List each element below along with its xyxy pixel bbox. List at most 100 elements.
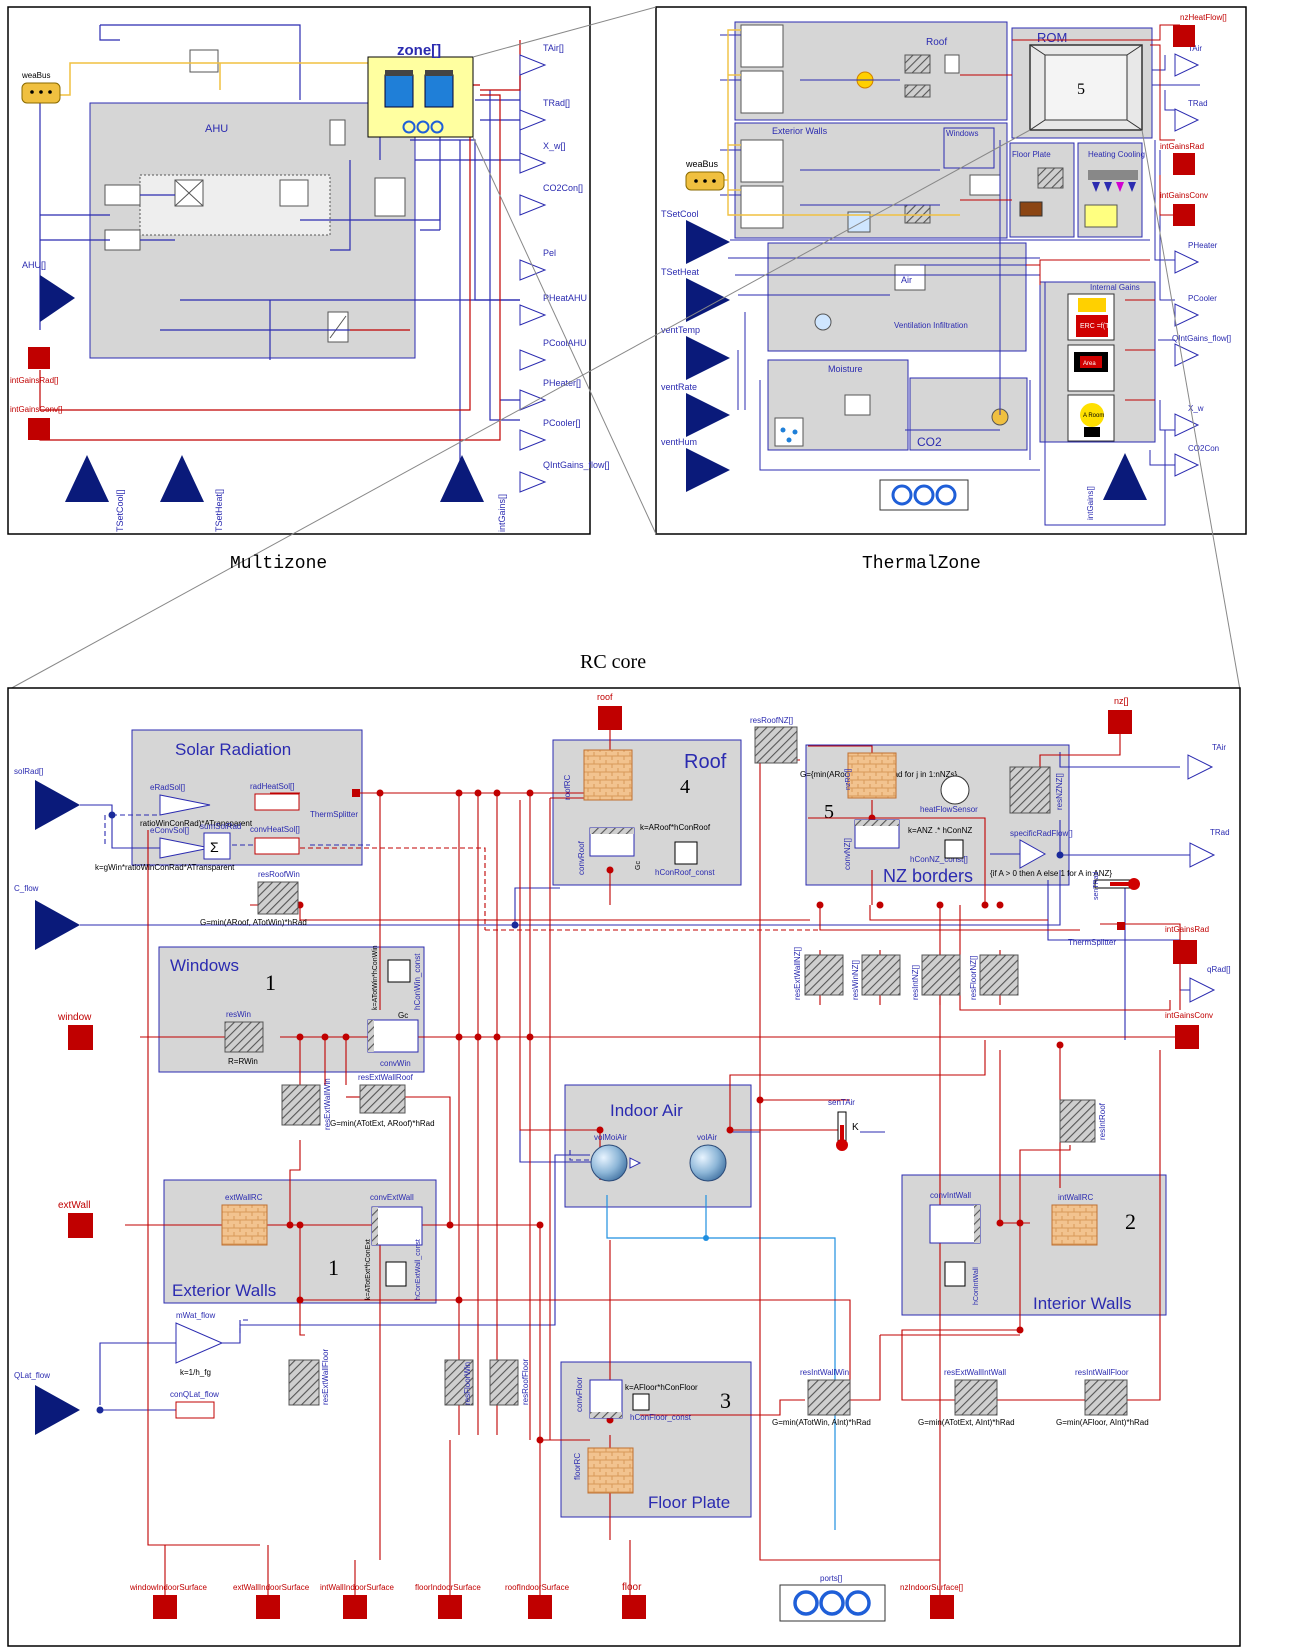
tz-input-4[interactable] <box>686 448 730 492</box>
rc-nzindoor-port[interactable] <box>930 1595 954 1619</box>
rc-tair-output[interactable] <box>1187 754 1214 780</box>
rc-windows-number: 1 <box>265 970 276 995</box>
tz-input-3[interactable] <box>686 393 730 437</box>
rc-qlat-input[interactable] <box>35 1385 80 1435</box>
tz-input-0[interactable] <box>686 220 730 264</box>
ahu-input[interactable] <box>40 275 75 322</box>
rc-bottom-port-0[interactable] <box>153 1595 177 1619</box>
tz-input-1[interactable] <box>686 278 730 322</box>
rc-cflow-input[interactable] <box>35 900 80 950</box>
mz-output-2[interactable] <box>519 152 547 174</box>
rc-resextwallwin-label: resExtWallWin <box>323 1078 332 1130</box>
tsetcool-input[interactable] <box>65 455 109 502</box>
tz-ventilation-block[interactable] <box>767 242 1027 352</box>
rc-bottom-port-3[interactable] <box>438 1595 462 1619</box>
rc-window-port[interactable] <box>68 1025 93 1050</box>
rc-resfloorwin-label: resFloorWin <box>463 1362 472 1405</box>
mz-output-3[interactable] <box>519 194 547 216</box>
rc-solrad-input[interactable] <box>35 780 80 830</box>
rc-resintnz-label: resIntNZ[] <box>911 965 920 1000</box>
tz-output-2[interactable] <box>1174 250 1200 274</box>
mz-output-label-5: PHeatAHU <box>543 293 587 303</box>
tz-roof-label: Roof <box>926 37 947 48</box>
rc-floorrc-label: floorRC <box>573 1453 582 1480</box>
tz-output-3[interactable] <box>1174 303 1200 327</box>
tz-floorplate-block[interactable] <box>1009 142 1075 238</box>
rc-roof-label: Roof <box>684 751 727 773</box>
mz-output-5[interactable] <box>519 304 547 326</box>
mz-output-label-3: CO2Con[] <box>543 183 583 193</box>
rc-convintwall-label: convIntWall <box>930 1191 971 1200</box>
tz-output-1[interactable] <box>1174 108 1200 132</box>
rc-floor-port[interactable] <box>622 1595 646 1619</box>
mz-output-9[interactable] <box>519 471 547 493</box>
tz-intgainsrad-port[interactable] <box>1173 153 1195 175</box>
mz-output-8[interactable] <box>519 429 547 451</box>
mz-output-7[interactable] <box>519 389 547 411</box>
rc-intgainsrad-port[interactable] <box>1173 940 1197 964</box>
rc-mwat-label: mWat_flow <box>176 1311 215 1320</box>
rc-indoorair-block[interactable] <box>564 1084 752 1208</box>
rc-resextwallintwall-g: G=min(ATotExt, AInt)*hRad <box>918 1418 1015 1427</box>
rc-solar-label: Solar Radiation <box>175 740 291 759</box>
tz-input-label-1: TSetHeat <box>661 267 700 277</box>
tz-intgainsconv-port[interactable] <box>1173 204 1195 226</box>
tz-windows-block[interactable] <box>943 127 995 169</box>
rc-roof-port[interactable] <box>598 706 622 730</box>
rc-resfloornz-label: resFloorNZ[] <box>969 956 978 1000</box>
caption-multizone: Multizone <box>230 554 327 574</box>
tseheat-input[interactable] <box>160 455 204 502</box>
rc-convnz-k: k=ANZ .* hConNZ <box>908 826 972 835</box>
mz-output-1[interactable] <box>519 109 547 131</box>
tz-output-0[interactable] <box>1174 53 1200 77</box>
rc-intgainsconv-port[interactable] <box>1175 1025 1199 1049</box>
rc-bottom-port-4[interactable] <box>528 1595 552 1619</box>
rc-volair-sphere[interactable] <box>689 1144 727 1182</box>
rc-hconwin-label: hConWin_const <box>413 953 422 1010</box>
tz-nzheatflow-label: nzHeatFlow[] <box>1180 13 1227 22</box>
rc-convfloor-label: convFloor <box>575 1377 584 1412</box>
rc-intwalls-label: Interior Walls <box>1033 1294 1132 1313</box>
rc-convroof-label: convRoof <box>577 840 586 875</box>
rc-gc-win: Gc <box>398 1011 408 1020</box>
rc-trad-output[interactable] <box>1189 842 1216 868</box>
rc-thermsplitter-right-label: ThermSplitter <box>1068 938 1116 947</box>
tz-intgainsrad-label: intGainsRad <box>1160 142 1204 151</box>
intgains-input[interactable] <box>440 455 484 502</box>
intgains-label: intGains[] <box>497 494 507 532</box>
rc-bottom-port-1[interactable] <box>256 1595 280 1619</box>
rc-bottom-port-2[interactable] <box>343 1595 367 1619</box>
rc-eradsol-label: eRadSol[] <box>150 783 185 792</box>
rc-qrad-output[interactable] <box>1189 977 1216 1003</box>
tz-output-5[interactable] <box>1174 413 1200 437</box>
tz-output-6[interactable] <box>1174 453 1200 477</box>
tz-nzheatflow-port[interactable] <box>1173 25 1195 47</box>
tz-intgains-input[interactable] <box>1103 453 1147 500</box>
rc-resroofwin-g: G=min(ARoof, ATotWin)*hRad <box>200 918 307 927</box>
rc-hconintwall-label: hConIntWall <box>973 1267 980 1305</box>
rc-nzindoor-label: nzIndoorSurface[] <box>900 1583 963 1592</box>
rc-floor-port-label: floor <box>622 1582 642 1593</box>
rc-qlat-label: QLat_flow <box>14 1371 50 1380</box>
rc-hconfloor-label: hConFloor_const <box>630 1413 692 1422</box>
rc-extwall-port[interactable] <box>68 1213 93 1238</box>
rc-gc-roof: Gc <box>635 861 642 870</box>
mz-output-6[interactable] <box>519 349 547 371</box>
mz-output-label-9: QIntGains_flow[] <box>543 460 610 470</box>
mz-output-label-7: PHeater[] <box>543 378 581 388</box>
rc-nz-port[interactable] <box>1108 710 1132 734</box>
rc-volmoiair-sphere[interactable] <box>590 1144 628 1182</box>
tz-internalgains-label: Internal Gains <box>1090 283 1140 292</box>
intgainsrad-port[interactable] <box>28 347 50 369</box>
tz-input-2[interactable] <box>686 336 730 380</box>
rc-resextwallroof-g: G=min(ATotExt, ARoof)*hRad <box>330 1119 435 1128</box>
rc-sentair-label: senTAir <box>828 1098 855 1107</box>
mz-output-0[interactable] <box>519 54 547 76</box>
rc-windows-label: Windows <box>170 956 239 975</box>
intgainsconv-port[interactable] <box>28 418 50 440</box>
rc-resintwallfloor-label: resIntWallFloor <box>1075 1368 1129 1377</box>
zone-block[interactable] <box>367 56 474 138</box>
rc-roof-number: 4 <box>680 776 690 798</box>
rc-intwalls-block[interactable] <box>901 1174 1167 1316</box>
